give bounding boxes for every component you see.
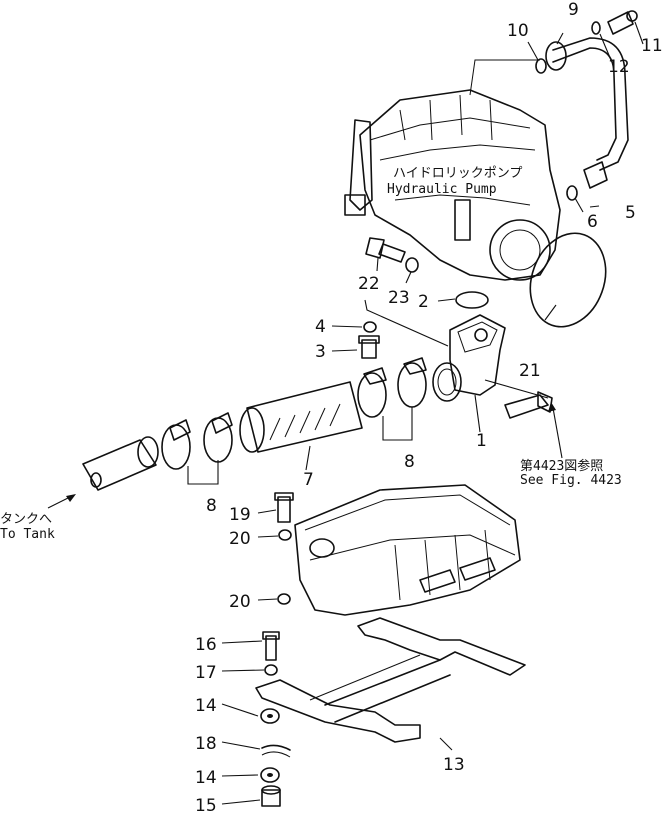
rubber-mount-14-upper: [260, 708, 280, 724]
callout-18: 18: [195, 734, 217, 754]
callout-19: 19: [229, 505, 251, 525]
control-valve: [294, 484, 521, 616]
callout-14-lower: 14: [195, 768, 217, 788]
o-ring-21: [529, 232, 607, 328]
callout-9: 9: [568, 0, 579, 20]
callout-20-upper: 20: [229, 529, 251, 549]
see-fig-label-jp: 第4423図参照: [520, 458, 603, 474]
callout-3: 3: [315, 342, 326, 362]
callout-1: 1: [476, 431, 487, 451]
hose-7: [239, 381, 363, 453]
tank-hose: [82, 436, 159, 491]
nut-15: [261, 785, 281, 807]
bolt-19: [274, 492, 294, 523]
callout-20-lower: 20: [229, 592, 251, 612]
callout-23: 23: [388, 288, 410, 308]
callout-10: 10: [507, 21, 529, 41]
see-fig-label-en: See Fig. 4423: [520, 473, 622, 488]
callout-8-left: 8: [206, 496, 217, 516]
washer-20-lower: [277, 593, 291, 605]
washer-4: [363, 321, 377, 333]
callout-11: 11: [641, 36, 663, 56]
suction-elbow-1: [432, 314, 506, 402]
washer-17: [264, 664, 278, 676]
hose-clamps-8-left: [161, 412, 233, 470]
washer-18: [261, 744, 291, 758]
callout-22: 22: [358, 274, 380, 294]
drain-hose: [504, 391, 553, 419]
bracket-13: [255, 617, 526, 743]
hose-clamps-8-right: [357, 357, 427, 418]
callout-21: 21: [519, 361, 541, 381]
o-ring-2: [455, 291, 489, 309]
callout-5: 5: [625, 203, 636, 223]
washer-12: [591, 21, 601, 35]
washer-23: [405, 257, 419, 273]
bolt-22: [365, 237, 406, 263]
callout-2: 2: [418, 292, 429, 312]
bolt-3: [358, 335, 380, 359]
rubber-mount-14-lower: [260, 767, 280, 783]
pump-label-jp: ハイドロリックポンプ: [393, 166, 522, 181]
bolt-11: [607, 10, 638, 35]
tank-label-jp: タンクへ: [0, 512, 52, 527]
callout-16: 16: [195, 635, 217, 655]
callout-4: 4: [315, 317, 326, 337]
callout-14-upper: 14: [195, 696, 217, 716]
callout-8-right: 8: [404, 452, 415, 472]
callout-12: 12: [608, 57, 630, 77]
callout-6: 6: [587, 212, 598, 232]
washer-20-upper: [278, 529, 292, 541]
callout-15: 15: [195, 796, 217, 816]
callout-13: 13: [443, 755, 465, 775]
tank-label-en: To Tank: [0, 527, 55, 542]
callout-7: 7: [303, 470, 314, 490]
o-ring-10: [535, 58, 547, 74]
pump-label-en: Hydraulic Pump: [387, 182, 497, 197]
bolt-16: [262, 631, 280, 661]
callout-17: 17: [195, 663, 217, 683]
callout-leaders: [221, 21, 644, 805]
hydraulic-pump: [344, 59, 561, 281]
